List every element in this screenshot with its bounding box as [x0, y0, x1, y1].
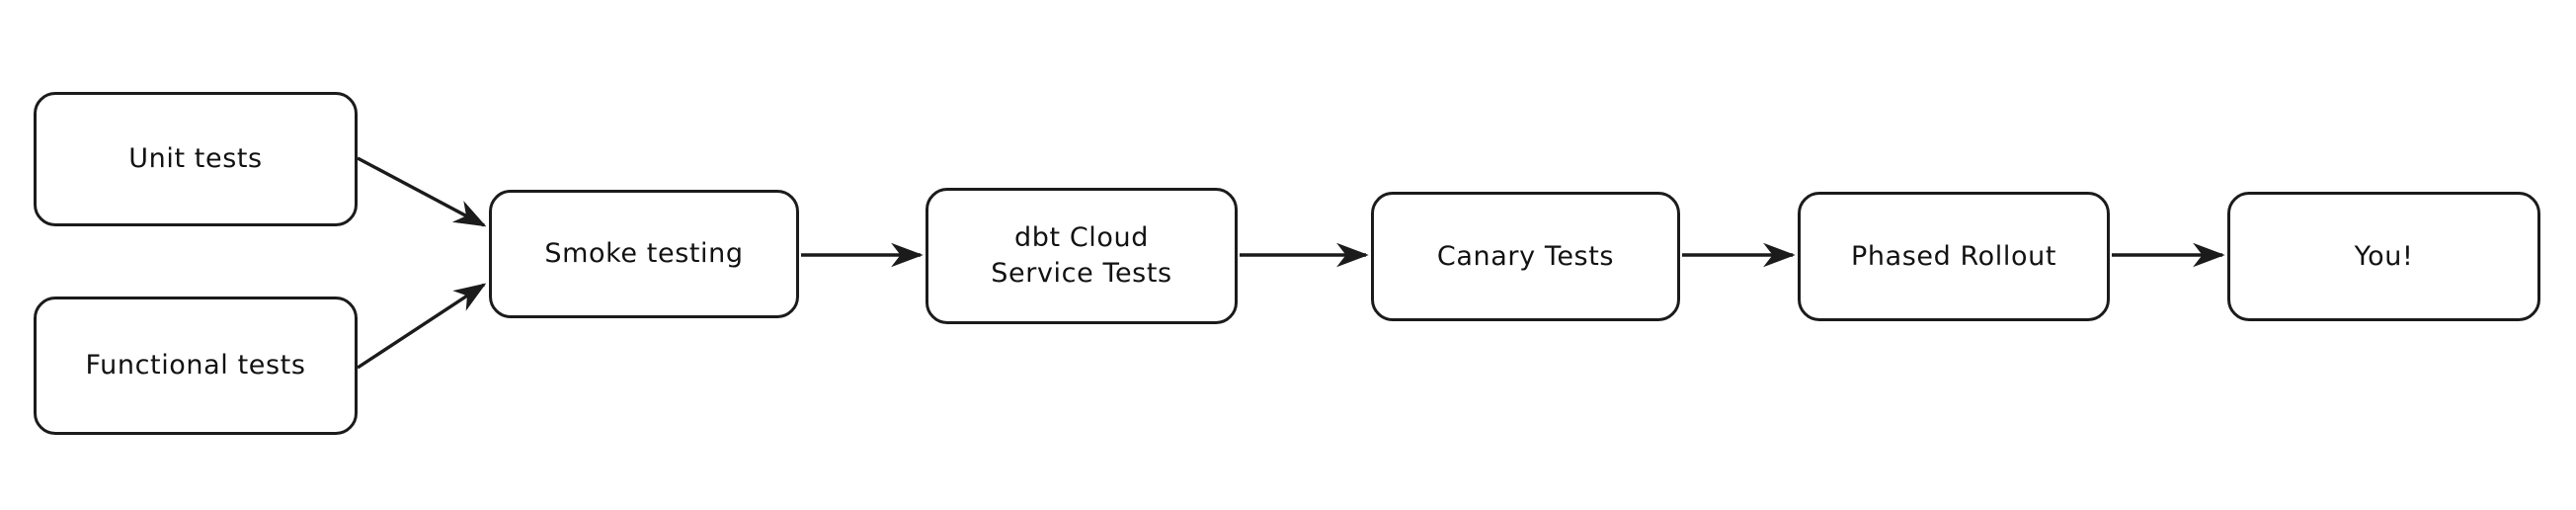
node-functional-tests[interactable]: Functional tests [34, 297, 358, 435]
node-label: You! [2354, 240, 2414, 272]
node-label: Canary Tests [1436, 240, 1615, 272]
node-label: Unit tests [128, 143, 263, 175]
node-label: Smoke testing [544, 238, 744, 270]
node-smoke-testing[interactable]: Smoke testing [489, 190, 799, 318]
edge-unit-tests-to-smoke-testing [357, 156, 487, 227]
edge-functional-tests-to-smoke-testing [357, 283, 487, 370]
node-label: dbt Cloud Service Tests [991, 222, 1172, 289]
node-dbt-cloud-service-tests[interactable]: dbt Cloud Service Tests [926, 188, 1238, 324]
node-canary-tests[interactable]: Canary Tests [1371, 192, 1680, 321]
node-phased-rollout[interactable]: Phased Rollout [1798, 192, 2110, 321]
node-label: Phased Rollout [1850, 240, 2057, 272]
node-you[interactable]: You! [2227, 192, 2540, 321]
node-unit-tests[interactable]: Unit tests [34, 92, 358, 226]
node-label: Functional tests [85, 350, 306, 382]
